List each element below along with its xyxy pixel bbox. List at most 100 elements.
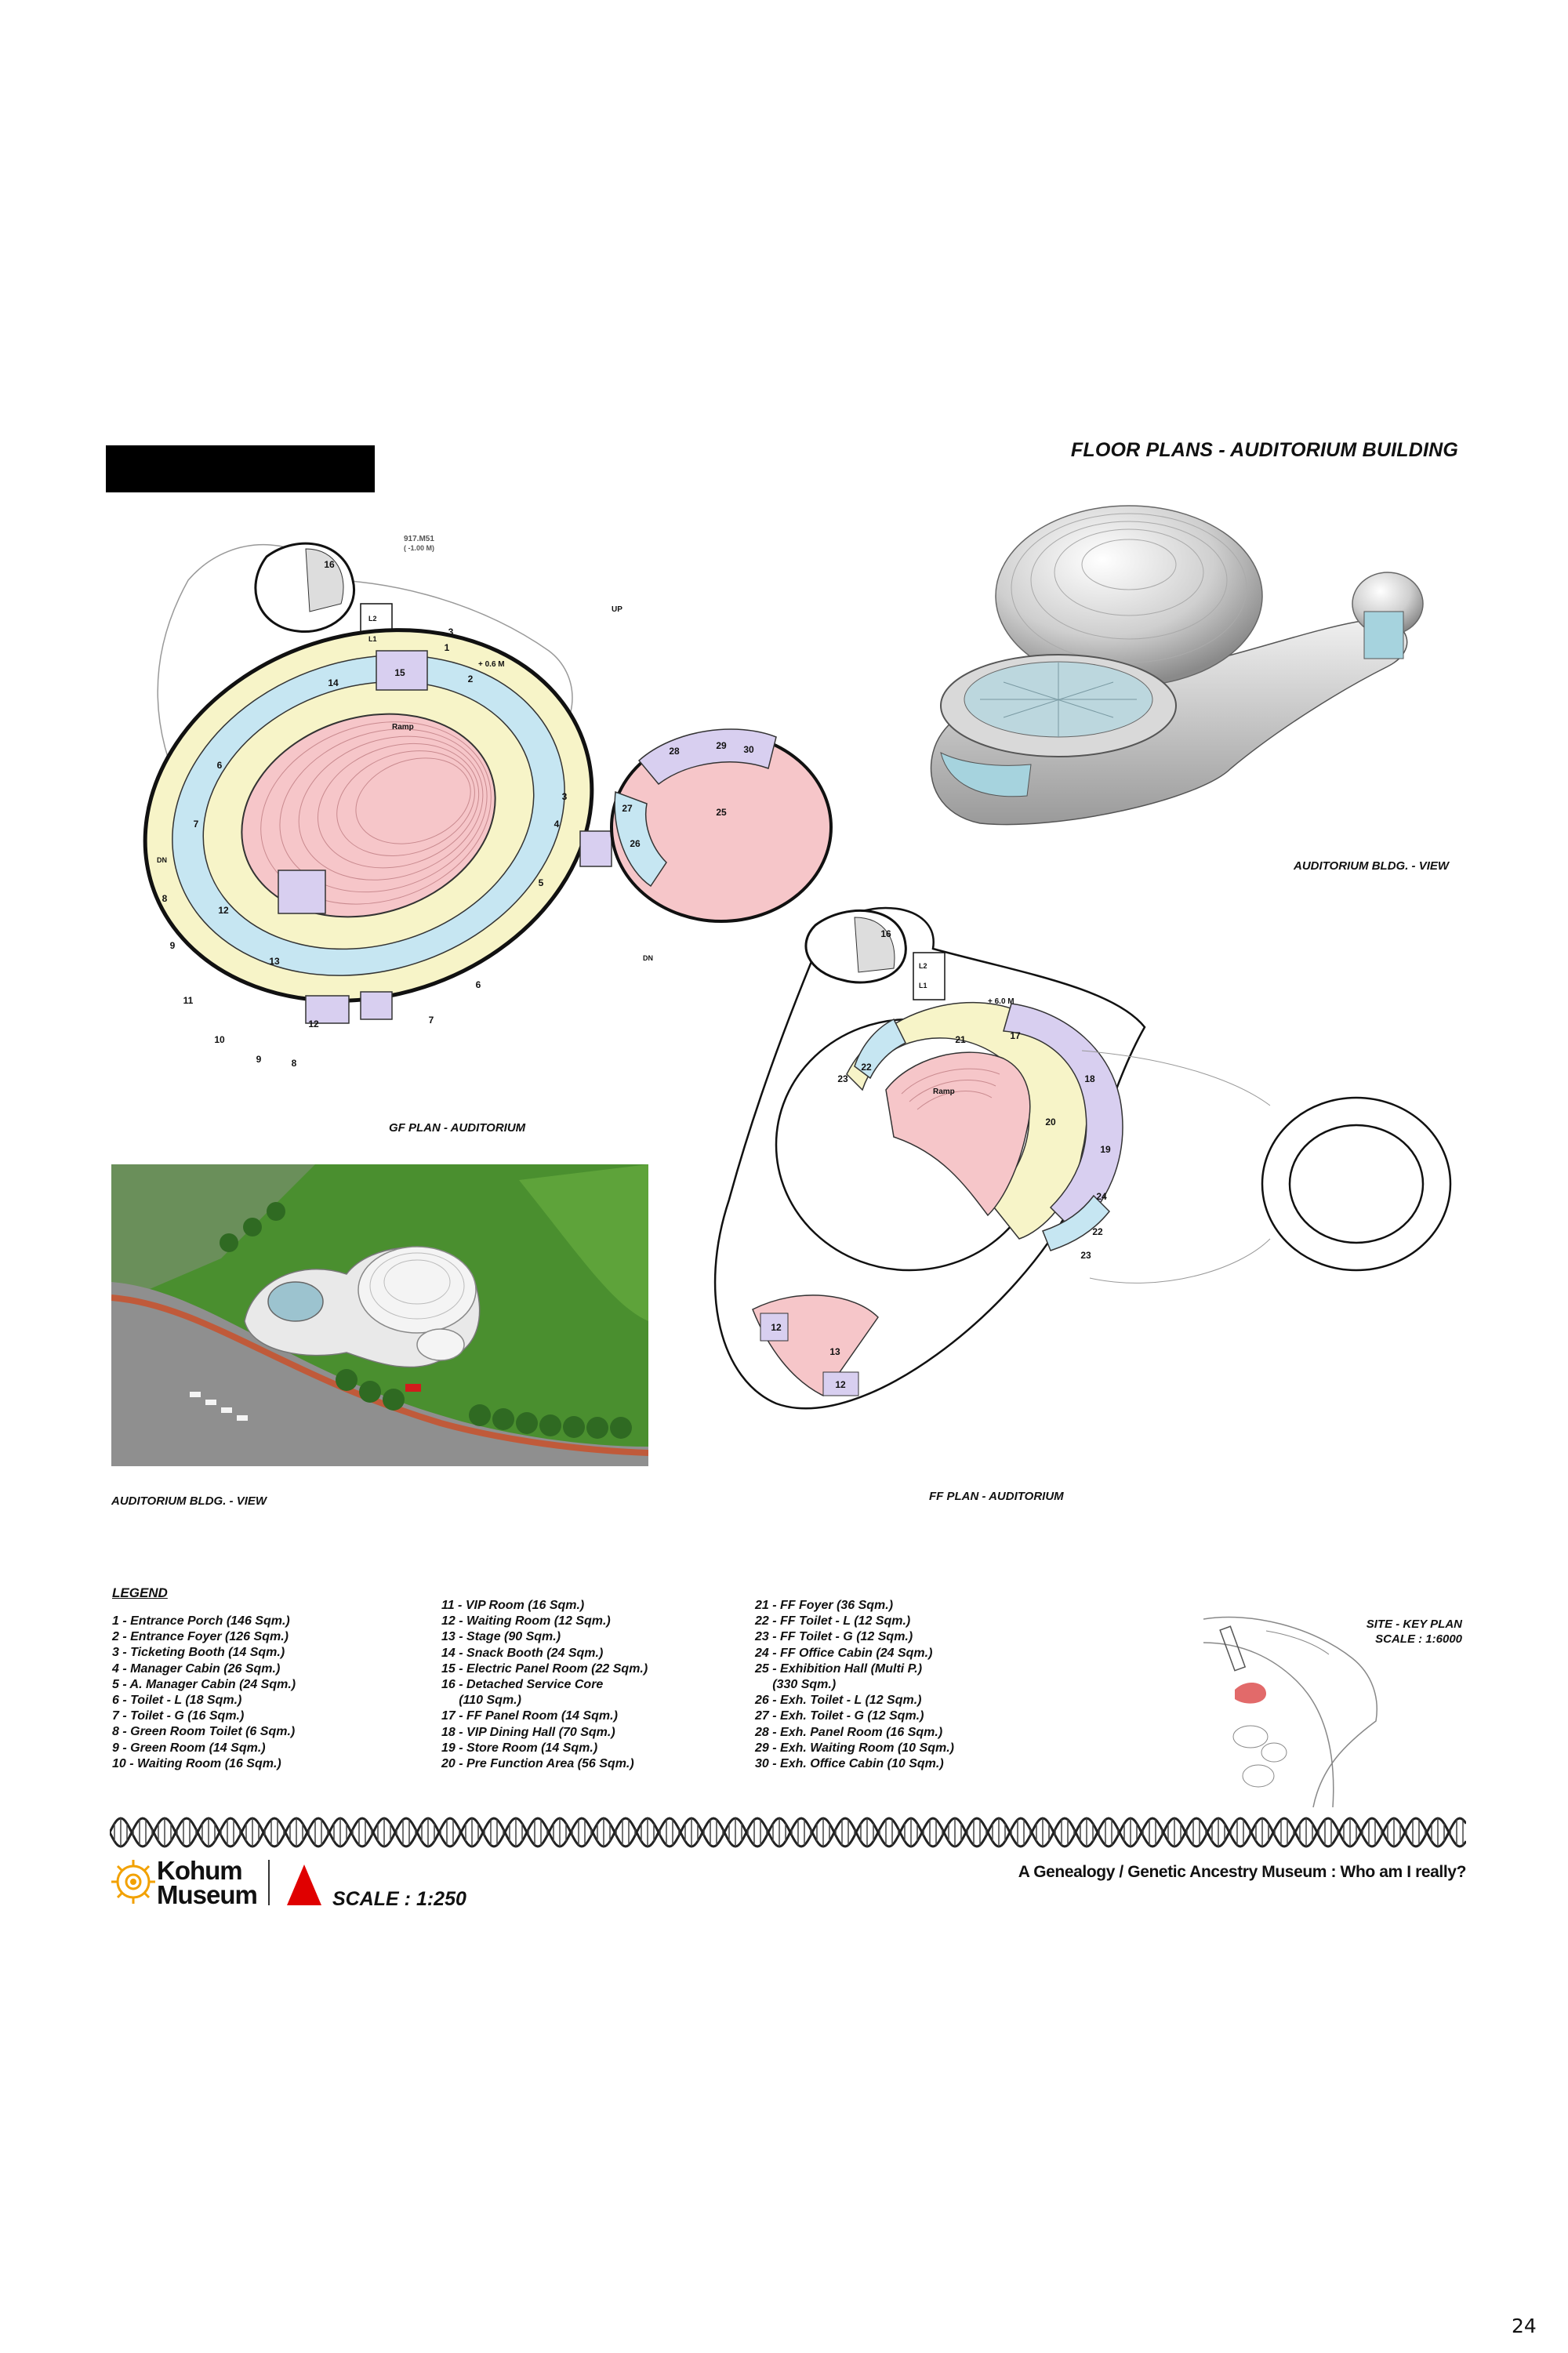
legend-item: 9 - Green Room (14 Sqm.)	[112, 1741, 266, 1755]
svg-text:6: 6	[476, 979, 481, 990]
svg-text:12: 12	[771, 1322, 782, 1333]
legend-column-2: 11 - VIP Room (16 Sqm.) 12 - Waiting Roo…	[441, 1598, 648, 1772]
svg-text:19: 19	[1100, 1144, 1111, 1155]
key-plan-title-block: SITE - KEY PLAN SCALE : 1:6000	[1286, 1617, 1462, 1647]
svg-text:14: 14	[328, 677, 339, 688]
svg-text:24: 24	[1096, 1191, 1107, 1202]
legend-item: 18 - VIP Dining Hall (70 Sqm.)	[441, 1725, 615, 1739]
legend-item: 26 - Exh. Toilet - L (12 Sqm.)	[755, 1694, 922, 1708]
legend-item: 24 - FF Office Cabin (24 Sqm.)	[755, 1646, 933, 1660]
svg-text:7: 7	[429, 1015, 434, 1026]
svg-text:12: 12	[835, 1379, 846, 1390]
svg-text:23: 23	[1080, 1250, 1091, 1261]
legend-item: 29 - Exh. Waiting Room (10 Sqm.)	[755, 1741, 954, 1755]
svg-text:13: 13	[829, 1346, 840, 1357]
svg-text:26: 26	[630, 838, 641, 849]
key-plan-title: SITE - KEY PLAN	[1366, 1618, 1462, 1631]
view-caption-top: AUDITORIUM BLDG. - VIEW	[1294, 859, 1450, 873]
svg-text:1: 1	[445, 642, 450, 653]
svg-text:20: 20	[1045, 1117, 1056, 1127]
legend-item: 16 - Detached Service Core	[441, 1678, 604, 1692]
svg-text:9: 9	[170, 940, 176, 951]
page-number: 24	[1512, 2315, 1537, 2337]
legend-heading: LEGEND	[112, 1585, 168, 1600]
legend-item: 12 - Waiting Room (12 Sqm.)	[441, 1614, 611, 1629]
legend-item: 7 - Toilet - G (16 Sqm.)	[112, 1709, 245, 1723]
svg-text:7: 7	[194, 819, 199, 830]
svg-text:6: 6	[217, 760, 223, 771]
gf-ramp-label: Ramp	[392, 723, 414, 732]
svg-text:27: 27	[622, 803, 633, 814]
legend-item: 15 - Electric Panel Room (22 Sqm.)	[441, 1661, 648, 1676]
legend-item: 19 - Store Room (14 Sqm.)	[441, 1741, 598, 1755]
ff-ramp-label: Ramp	[933, 1088, 955, 1096]
legend-column-3: 21 - FF Foyer (36 Sqm.) 22 - FF Toilet -…	[755, 1598, 954, 1772]
ff-plan-drawing: 16 21 17 18 20 19 24 22 23 22 23 12 13 1…	[713, 906, 1452, 1410]
north-arrow-icon	[287, 1865, 321, 1905]
gf-plan-drawing: 16 2 15 1 14 6 7 8 9 11 10 9 8 12 13 12 …	[143, 535, 833, 1069]
legend-item: 5 - A. Manager Cabin (24 Sqm.)	[112, 1677, 296, 1691]
svg-text:4: 4	[554, 819, 560, 830]
gf-dn-label: DN	[157, 856, 167, 864]
svg-text:15: 15	[394, 667, 405, 678]
top-level-label: 917.M51	[404, 535, 434, 543]
svg-text:13: 13	[269, 956, 280, 967]
top-level-sub-label: ( -1.00 M)	[404, 544, 434, 552]
legend-item: 10 - Waiting Room (16 Sqm.)	[112, 1756, 281, 1770]
legend-item: 2 - Entrance Foyer (126 Sqm.)	[112, 1630, 289, 1644]
svg-text:8: 8	[162, 893, 168, 904]
svg-text:30: 30	[743, 744, 754, 755]
legend-item: (330 Sqm.)	[755, 1678, 837, 1692]
ff-lift2-label: L2	[919, 962, 927, 970]
svg-text:8: 8	[292, 1058, 297, 1069]
gf-lift2-label: L2	[368, 615, 377, 623]
auditorium-3d-view	[930, 505, 1424, 826]
legend-item: 1 - Entrance Porch (146 Sqm.)	[112, 1614, 290, 1628]
drawing-scale: SCALE : 1:250	[332, 1888, 466, 1910]
svg-text:28: 28	[669, 746, 680, 757]
legend-item: 21 - FF Foyer (36 Sqm.)	[755, 1599, 894, 1612]
svg-text:2: 2	[468, 674, 474, 684]
legend-item: 25 - Exhibition Hall (Multi P.)	[755, 1661, 923, 1676]
svg-text:23: 23	[837, 1073, 848, 1084]
site-key-plan	[1203, 1616, 1377, 1808]
svg-text:17: 17	[1010, 1030, 1021, 1041]
auditorium-aerial-render	[111, 1164, 648, 1466]
ff-level-label: + 6.0 M	[988, 997, 1014, 1006]
svg-text:9: 9	[256, 1054, 262, 1065]
legend-item: 23 - FF Toilet - G (12 Sqm.)	[755, 1630, 913, 1644]
legend-item: 6 - Toilet - L (18 Sqm.)	[112, 1694, 242, 1708]
redacted-title-bar	[106, 445, 375, 492]
page-title: FLOOR PLANS - AUDITORIUM BUILDING	[1070, 439, 1458, 461]
legend-item: 14 - Snack Booth (24 Sqm.)	[441, 1646, 604, 1660]
key-plan-scale: SCALE : 1:6000	[1375, 1632, 1462, 1646]
gf-level-label: + 0.6 M	[478, 660, 505, 669]
legend-item: 30 - Exh. Office Cabin (10 Sqm.)	[755, 1757, 944, 1771]
ff-plan-caption: FF PLAN - AUDITORIUM	[929, 1490, 1064, 1503]
svg-text:22: 22	[1092, 1226, 1103, 1237]
legend-item: 17 - FF Panel Room (14 Sqm.)	[441, 1709, 618, 1723]
legend-item: 22 - FF Toilet - L (12 Sqm.)	[755, 1614, 911, 1629]
legend-item: 27 - Exh. Toilet - G (12 Sqm.)	[755, 1709, 924, 1723]
svg-text:21: 21	[955, 1034, 966, 1045]
svg-text:16: 16	[880, 928, 891, 939]
gf-dn-label-2: DN	[643, 954, 653, 962]
svg-text:16: 16	[324, 559, 335, 570]
legend-item: 28 - Exh. Panel Room (16 Sqm.)	[755, 1725, 943, 1739]
museum-tagline: A Genealogy / Genetic Ancestry Museum : …	[1018, 1863, 1467, 1881]
svg-text:12: 12	[218, 905, 229, 916]
legend-column-1: 1 - Entrance Porch (146 Sqm.) 2 - Entran…	[112, 1614, 296, 1772]
gf-plan-caption: GF PLAN - AUDITORIUM	[389, 1121, 526, 1135]
brand-line-2: Museum	[157, 1880, 258, 1909]
footer-divider	[268, 1860, 270, 1905]
legend-item: 13 - Stage (90 Sqm.)	[441, 1630, 561, 1644]
legend-item: (110 Sqm.)	[441, 1694, 521, 1708]
legend-item: 8 - Green Room Toilet (6 Sqm.)	[112, 1725, 296, 1739]
svg-text:3: 3	[448, 626, 454, 637]
gf-lift1-label: L1	[368, 635, 377, 643]
legend-item: 20 - Pre Function Area (56 Sqm.)	[441, 1757, 634, 1771]
brand-line-1: Kohum	[157, 1856, 243, 1885]
legend-item: 3 - Ticketing Booth (14 Sqm.)	[112, 1646, 285, 1660]
view-caption-bottom: AUDITORIUM BLDG. - VIEW	[111, 1494, 267, 1508]
dna-strand-divider	[110, 1817, 1466, 1848]
